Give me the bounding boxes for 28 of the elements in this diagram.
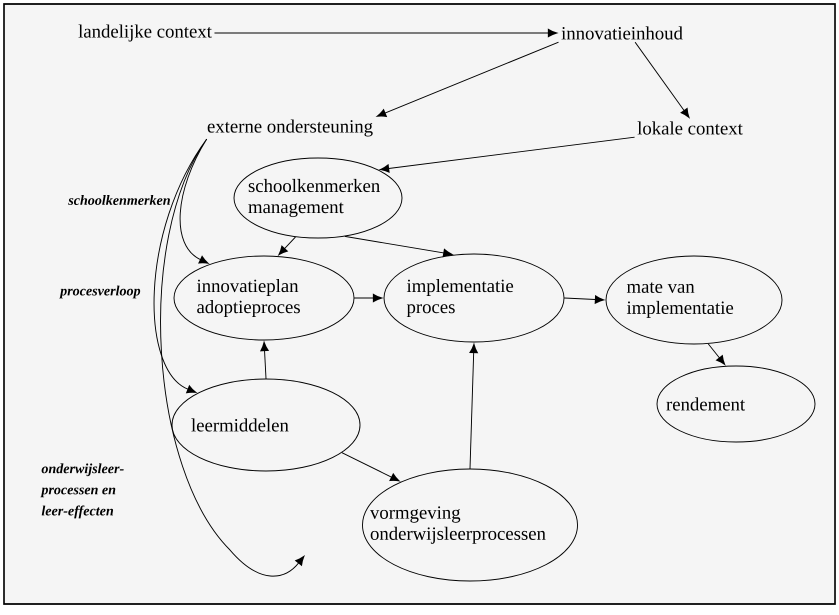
ellipse-node: implementatie proces (384, 254, 564, 342)
side-label: procesverloop (59, 286, 140, 298)
arrow (344, 236, 453, 258)
ellipse-node: leermiddelen (172, 378, 360, 472)
arrow (354, 294, 382, 302)
node-text: landelijke context (78, 24, 212, 42)
ellipse-node: mate van implementatie (606, 256, 782, 344)
node-text: lokale context (638, 121, 743, 135)
ellipse-node: rendement (656, 366, 816, 442)
arrow (380, 136, 636, 173)
ellipse-node: vormgeving onderwijsleerprocessen (362, 468, 578, 582)
side-label: onderwijsleer-processen en leer-effecten (40, 463, 124, 518)
arrow (634, 42, 690, 118)
arrow (708, 343, 726, 366)
arrow (376, 42, 559, 117)
arrow (469, 344, 478, 469)
ellipse-node: innovatieplan adoptieproces (174, 256, 354, 340)
arrow (154, 138, 208, 394)
ellipse-node: schoolkenmerken management (234, 158, 402, 238)
arrow (341, 452, 400, 482)
side-label: schoolkenmerken (68, 195, 170, 205)
arrow (214, 28, 558, 38)
arrow (564, 295, 604, 304)
arrow (278, 236, 296, 256)
node-text: externe ondersteuning (208, 119, 373, 137)
arrow (260, 342, 269, 379)
arrow (160, 138, 304, 576)
node-text: innovatieinhoud (561, 26, 683, 40)
